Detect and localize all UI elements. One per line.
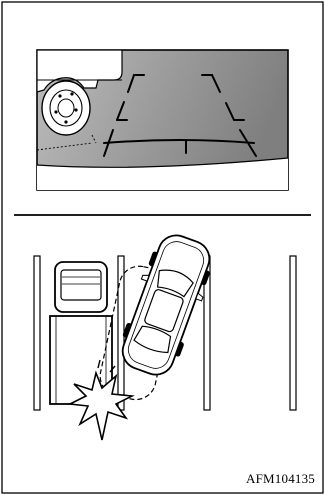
parking-lot-top-view bbox=[34, 221, 296, 440]
stall-line-1 bbox=[34, 256, 40, 410]
rear-camera-display bbox=[37, 50, 288, 190]
truck-wheel bbox=[42, 81, 90, 135]
stall-line-4 bbox=[290, 256, 296, 410]
figure-code: AFM104135 bbox=[246, 471, 315, 487]
parked-truck bbox=[50, 262, 112, 404]
